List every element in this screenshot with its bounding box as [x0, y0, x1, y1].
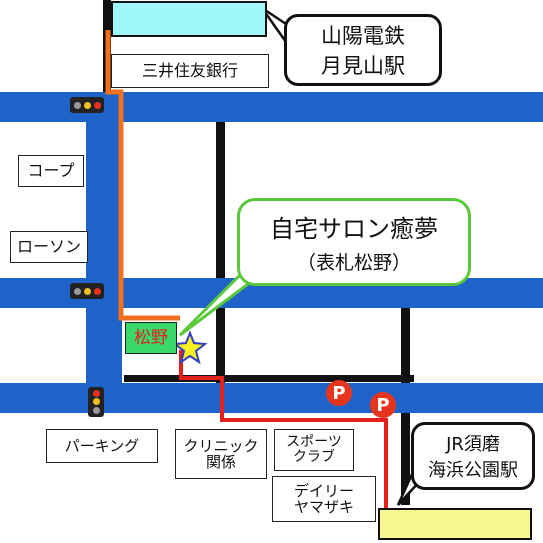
sanyo-station-block: [111, 1, 267, 37]
jr-station-block: [378, 508, 532, 540]
jr-station-callout: JR須磨 海浜公園駅: [411, 422, 535, 490]
street-horizontal-lower: [124, 375, 414, 382]
sports-club-line1: スポーツ: [286, 433, 342, 450]
parking-label: パーキング: [46, 429, 158, 463]
traffic-light-icon: [70, 283, 104, 299]
daily-yamazaki-label: デイリー ヤマザキ: [272, 476, 376, 522]
sports-club-label: スポーツ クラブ: [274, 429, 354, 471]
jr-station-sub: 海浜公園駅: [428, 460, 518, 481]
bank-label: 三井住友銀行: [111, 54, 269, 88]
sanyo-station-callout: 山陽電鉄 月見山駅: [284, 14, 442, 86]
route-from-sanyo: [105, 30, 180, 321]
street-mid-vertical: [216, 120, 225, 280]
salon-subtitle: （表札松野）: [296, 252, 411, 274]
coop-label: コープ: [18, 155, 84, 187]
street-lower-vertical-1: [216, 305, 225, 385]
traffic-light-icon: [88, 387, 104, 417]
lawson-label: ローソン: [10, 231, 88, 263]
salon-marker: 松野: [125, 322, 177, 354]
salon-title: 自宅サロン癒夢: [270, 215, 438, 243]
salon-callout: 自宅サロン癒夢 （表札松野）: [237, 198, 471, 286]
daily-yamazaki-line2: ヤマザキ: [293, 498, 354, 516]
traffic-light-icon: [70, 97, 104, 113]
clinic-label-line2: 関係: [205, 453, 236, 471]
route-from-jr: [179, 350, 388, 512]
road-vertical-left: [86, 92, 122, 413]
sanyo-station-name: 山陽電鉄: [321, 24, 405, 48]
clinic-label: クリニック 関係: [175, 429, 267, 479]
daily-yamazaki-line1: デイリー: [293, 481, 354, 500]
parking-icon: P: [370, 392, 396, 418]
clinic-label-line1: クリニック: [183, 436, 259, 455]
sports-club-line2: クラブ: [293, 449, 335, 465]
sanyo-station-sub: 月見山駅: [321, 54, 405, 78]
jr-station-name: JR須磨: [446, 434, 500, 455]
road-horizontal-bottom: [0, 383, 543, 413]
star-icon: [172, 330, 208, 365]
parking-icon: P: [326, 380, 352, 406]
